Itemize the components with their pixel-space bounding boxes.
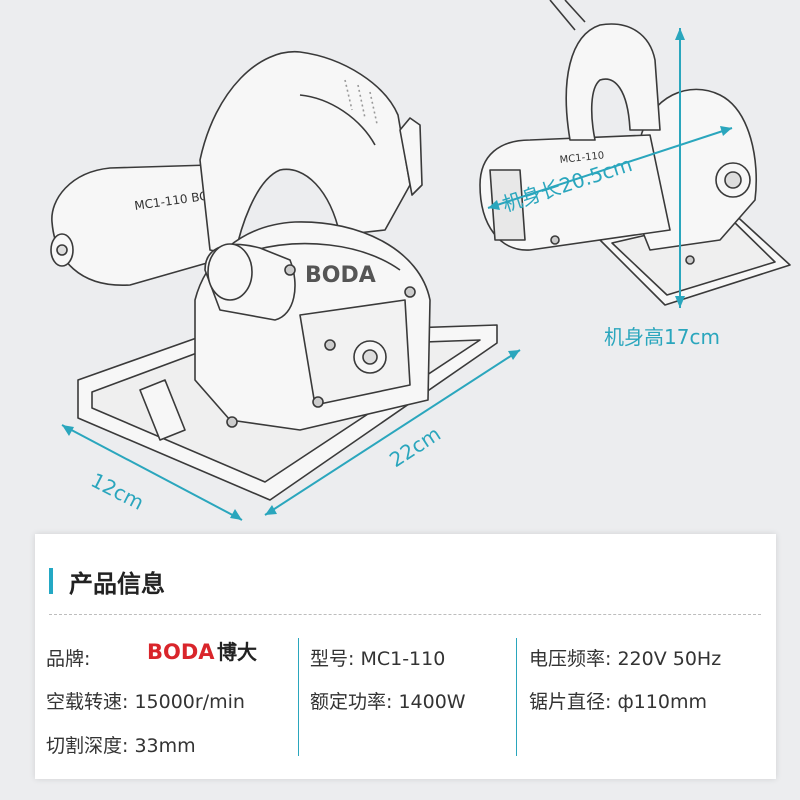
blade-spec: 锯片直径: ф110mm — [529, 691, 707, 713]
column-separator-2 — [516, 638, 517, 756]
voltage-spec: 电压频率: 220V 50Hz — [529, 648, 722, 670]
brand-logo-cn: 博大 — [217, 640, 257, 664]
product-info-card: 产品信息 品牌: BODA 博大 型号: MC1-110 电压频率: 220V … — [35, 534, 776, 779]
brand-label: 品牌: — [46, 648, 91, 670]
depth-spec: 切割深度: 33mm — [46, 735, 196, 757]
circular-saw-side-view: MC1-110 — [479, 0, 791, 306]
brand-logo: BODA 博大 — [147, 640, 257, 664]
power-spec: 额定功率: 1400W — [310, 691, 466, 713]
body-length-arrow — [487, 127, 733, 209]
length-arrow — [264, 349, 521, 516]
column-separator-1 — [298, 638, 299, 756]
title-accent-bar — [49, 568, 53, 594]
speed-spec: 空载转速: 15000r/min — [46, 691, 245, 713]
circular-saw-large: MC1-110 BODA BODA — [50, 51, 498, 501]
model-spec: 型号: MC1-110 — [310, 648, 446, 670]
brand-logo-latin: BODA — [147, 640, 215, 664]
product-info-title: 产品信息 — [69, 570, 165, 598]
width-arrow — [61, 424, 243, 521]
product-illustration-area: MC1-110 BODA BODA — [50, 0, 791, 521]
dashed-divider — [49, 614, 761, 615]
body-height-dimension-label: 机身高17cm — [604, 325, 720, 349]
guard-brand-text: BODA — [305, 263, 376, 288]
product-line-drawing: MC1-110 BODA BODA — [50, 0, 791, 521]
dimension-arrows — [61, 28, 733, 521]
svg-text:MC1-110: MC1-110 — [559, 150, 605, 166]
